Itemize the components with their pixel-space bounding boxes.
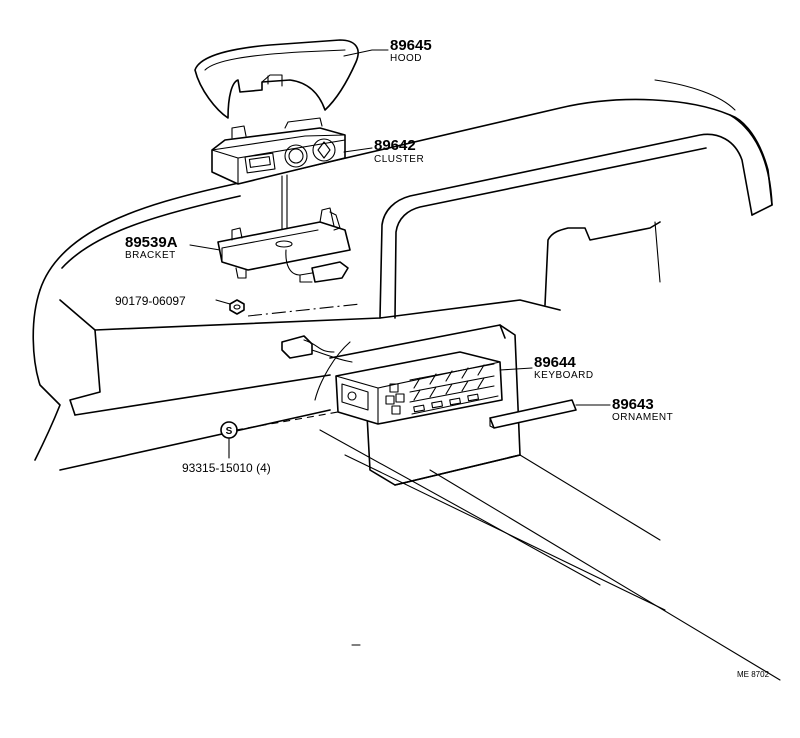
nut-part — [229, 299, 245, 315]
label-keyboard: 89644 KEYBOARD — [534, 354, 594, 381]
ornament-part-name: ORNAMENT — [612, 412, 673, 423]
drawing-code: ME 8702 — [737, 670, 770, 679]
console-housing — [329, 324, 521, 486]
bracket-part-name: BRACKET — [125, 250, 176, 261]
keyboard-part-name: KEYBOARD — [534, 370, 594, 381]
label-hood: 89645 HOOD — [390, 37, 432, 64]
label-screw: 93315-15010 (4) — [182, 461, 271, 475]
nut-part-number: 90179-06097 — [115, 294, 186, 308]
hood-part — [194, 39, 359, 119]
label-bracket: 89539A BRACKET — [125, 234, 178, 261]
keyboard-part-number: 89644 — [534, 354, 576, 371]
cluster-part-number: 89642 — [374, 137, 416, 154]
hood-part-number: 89645 — [390, 37, 432, 54]
cluster-part — [211, 117, 346, 243]
screw-symbol-text: S — [226, 426, 233, 437]
ornament-part-number: 89643 — [612, 396, 654, 413]
label-ornament: 89643 ORNAMENT — [612, 396, 673, 423]
bracket-part — [217, 207, 351, 283]
hood-part-name: HOOD — [390, 53, 422, 64]
cluster-part-name: CLUSTER — [374, 154, 424, 165]
label-nut: 90179-06097 — [115, 294, 186, 308]
reference-lines — [235, 303, 361, 431]
screw-symbol: S — [220, 421, 238, 439]
bracket-part-number: 89539A — [125, 234, 178, 251]
label-cluster: 89642 CLUSTER — [374, 137, 424, 165]
ornament-part — [489, 399, 577, 429]
leader-lines — [189, 49, 611, 459]
keyboard-part — [335, 351, 503, 425]
connector-part — [281, 335, 353, 401]
screw-part-number: 93315-15010 (4) — [182, 461, 271, 475]
